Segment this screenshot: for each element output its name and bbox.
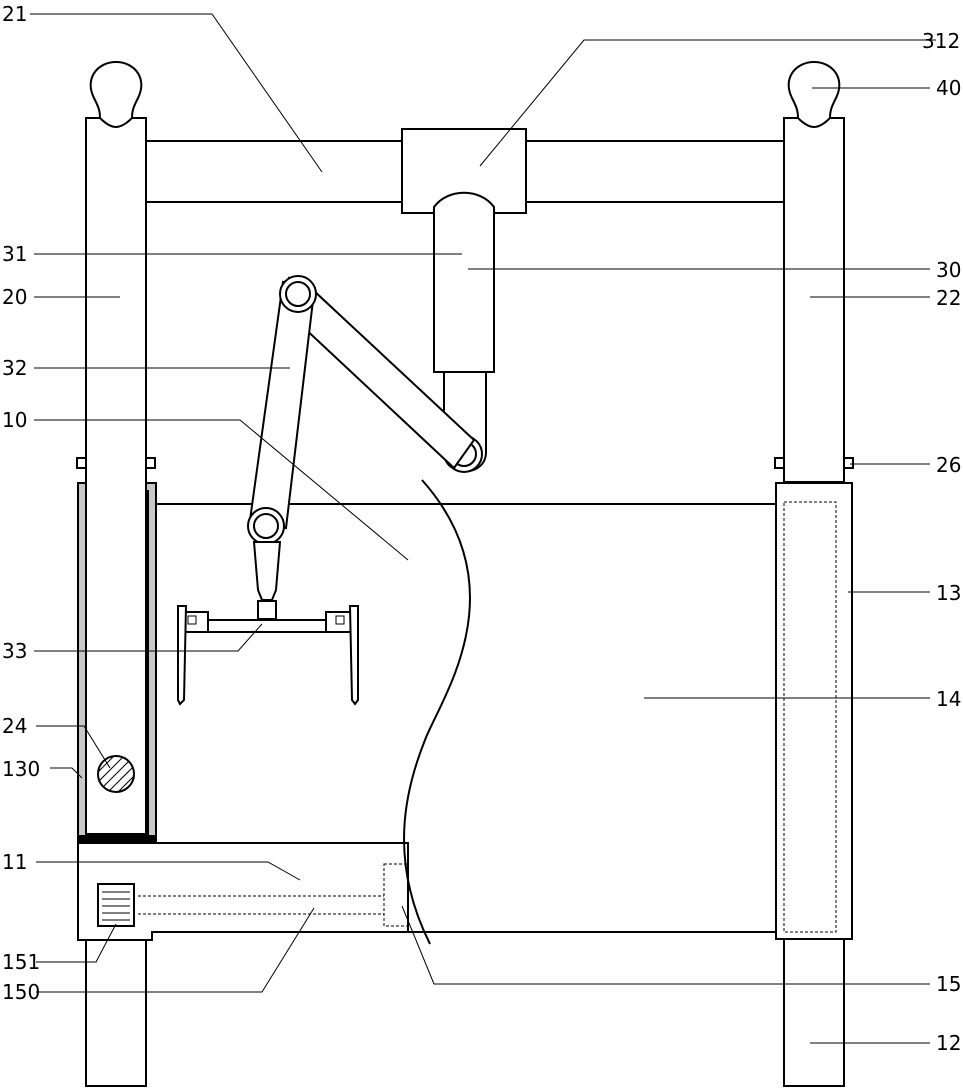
label-312: 312	[922, 29, 960, 53]
left-column-20	[86, 118, 146, 834]
right-sleeve-13	[776, 483, 852, 939]
label-40: 40	[936, 76, 961, 100]
label-26: 26	[936, 453, 961, 477]
label-33: 33	[2, 639, 27, 663]
label-22: 22	[936, 286, 961, 310]
label-12: 12	[936, 1031, 961, 1055]
ball-caps-40	[91, 62, 840, 127]
label-150: 150	[2, 980, 40, 1004]
label-31: 31	[2, 242, 27, 266]
label-32: 32	[2, 356, 27, 380]
label-30: 30	[936, 258, 961, 282]
label-14: 14	[936, 687, 961, 711]
label-20: 20	[2, 285, 27, 309]
label-21: 21	[2, 2, 27, 26]
label-24: 24	[2, 714, 27, 738]
label-15: 15	[936, 972, 961, 996]
cylinder-31	[434, 193, 494, 372]
left-leg	[86, 938, 146, 1086]
gripper-33	[178, 542, 358, 704]
right-leg-12	[784, 938, 844, 1086]
label-130: 130	[2, 757, 40, 781]
label-10: 10	[2, 408, 27, 432]
base-beam-11	[78, 843, 776, 940]
label-13: 13	[936, 581, 961, 605]
right-column-22	[784, 118, 844, 482]
break-curve	[404, 480, 470, 944]
label-151: 151	[2, 950, 40, 974]
label-11: 11	[2, 850, 27, 874]
